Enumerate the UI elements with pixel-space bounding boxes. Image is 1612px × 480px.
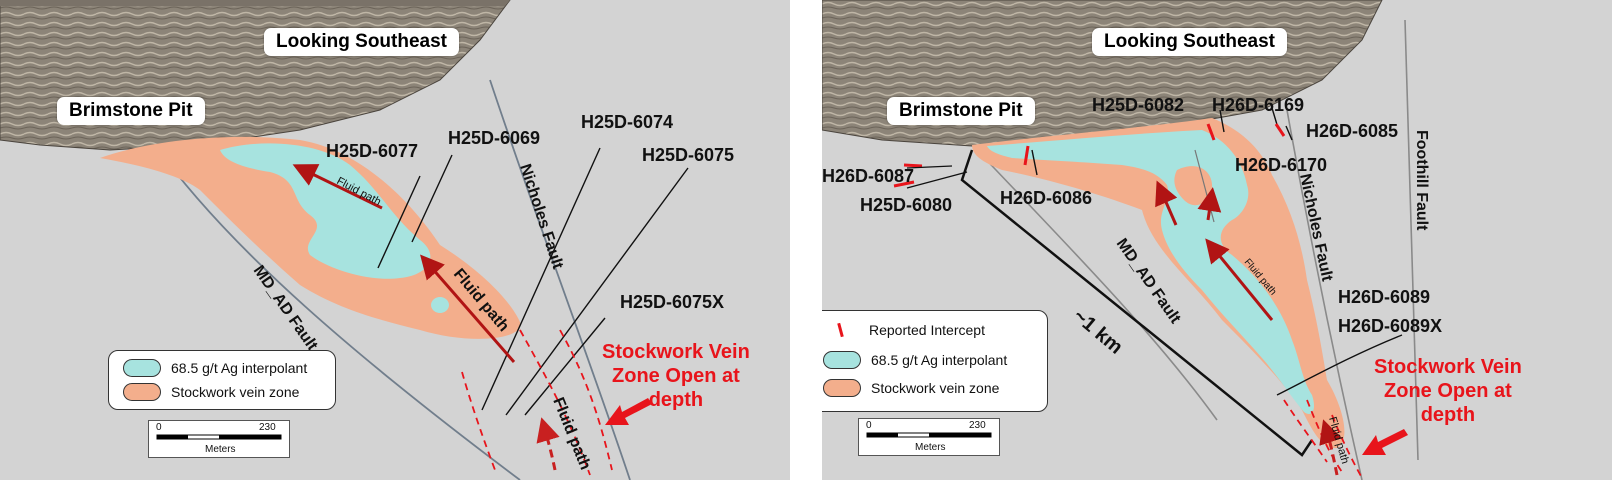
intercept-swatch (823, 322, 859, 338)
foothill-fault-line (1404, 19, 1419, 461)
drillhole-label: H26D-6089 (1338, 287, 1431, 307)
fluid-path-arrow-main (420, 254, 516, 363)
drill-trace-6077 (377, 175, 421, 269)
open-at-depth-note: Stockwork Vein Zone Open at depth (1374, 356, 1522, 426)
drillhole-label: H26D-6089X (1338, 316, 1443, 336)
drillhole-label: H26D-6086 (1000, 188, 1093, 208)
pit-label: Brimstone Pit (887, 97, 1035, 125)
stockwork-vein-zone (100, 136, 521, 339)
drillhole-label: H25D-6077 (326, 141, 419, 161)
legend-item-vein-zone: Stockwork vein zone (123, 381, 299, 403)
legend-item-interpolant: 68.5 g/t Ag interpolant (823, 349, 1007, 371)
nicholes-fault-line (489, 79, 631, 480)
pit-label: Brimstone Pit (57, 97, 205, 125)
md-ad-fault-line (976, 149, 1218, 421)
fluid-path-arrow-upper (292, 164, 383, 210)
drill-trace-6075 (505, 167, 689, 416)
ag-interpolant-body (220, 143, 431, 279)
drillhole-label: H26D-6087 (822, 166, 915, 186)
drill-trace-6075x (524, 317, 606, 416)
vein-zone-swatch (123, 383, 161, 401)
nicholes-fault-label: Nicholes Fault (516, 162, 566, 272)
legend-item-interpolant: 68.5 g/t Ag interpolant (123, 357, 307, 379)
view-direction-label: Looking Southeast (1092, 28, 1287, 56)
terrain-image (0, 0, 511, 151)
fluid-path-arrow (1205, 238, 1274, 321)
fluid-path-arrow-deep (536, 417, 560, 471)
open-at-depth-arrow (1362, 429, 1408, 455)
fluid-path-arrow (1197, 187, 1222, 221)
map-legend: Reported Intercept 68.5 g/t Ag interpola… (822, 310, 1048, 412)
drillhole-label: H26D-6085 (1306, 121, 1399, 141)
drill-trace-6069 (411, 154, 453, 243)
drillhole-label: H25D-6069 (448, 128, 541, 148)
open-at-depth-arrow (605, 398, 652, 425)
left-map-panel: Fluid path Fluid path Fluid path MD_AD F… (0, 0, 790, 480)
map-legend: 68.5 g/t Ag interpolant Stockwork vein z… (108, 350, 336, 410)
ag-interpolant-body (987, 130, 1315, 415)
legend-item-intercept: Reported Intercept (823, 319, 985, 341)
drillhole-label: H25D-6075X (620, 292, 725, 312)
drill-trace-6074 (481, 147, 601, 411)
distance-label: ~1 km (1069, 305, 1127, 359)
md-ad-fault-line (154, 144, 521, 480)
vein-zone-swatch (823, 379, 861, 397)
right-map-panel: Fluid path Fluid path MD_AD Fault Nichol… (822, 0, 1612, 480)
interpolant-swatch (823, 351, 861, 369)
drillhole-label: H25D-6080 (860, 195, 953, 215)
fluid-path-arrow (1319, 419, 1343, 476)
foothill-fault-label: Foothill Fault (1413, 130, 1430, 231)
drillhole-label: H25D-6075 (642, 145, 735, 165)
drillhole-label: H25D-6082 (1092, 95, 1185, 115)
drillhole-label: H26D-6170 (1235, 155, 1328, 175)
view-direction-label: Looking Southeast (264, 28, 459, 56)
open-at-depth-note: Stockwork Vein Zone Open at depth (602, 341, 750, 411)
scale-bar: 0 230 Meters (858, 418, 1000, 456)
drillhole-label: H25D-6074 (581, 112, 674, 132)
scale-bar: 0 230 Meters (148, 420, 290, 458)
stockwork-vein-zone (972, 118, 1345, 449)
fluid-path-arrow (1155, 180, 1178, 226)
fluid-path-label-3: Fluid path (549, 395, 593, 472)
drillhole-label: H26D-6169 (1212, 95, 1305, 115)
nicholes-fault-line (1286, 109, 1363, 480)
legend-item-vein-zone: Stockwork vein zone (823, 377, 999, 399)
interpolant-swatch (123, 359, 161, 377)
distance-bracket (960, 149, 1314, 457)
